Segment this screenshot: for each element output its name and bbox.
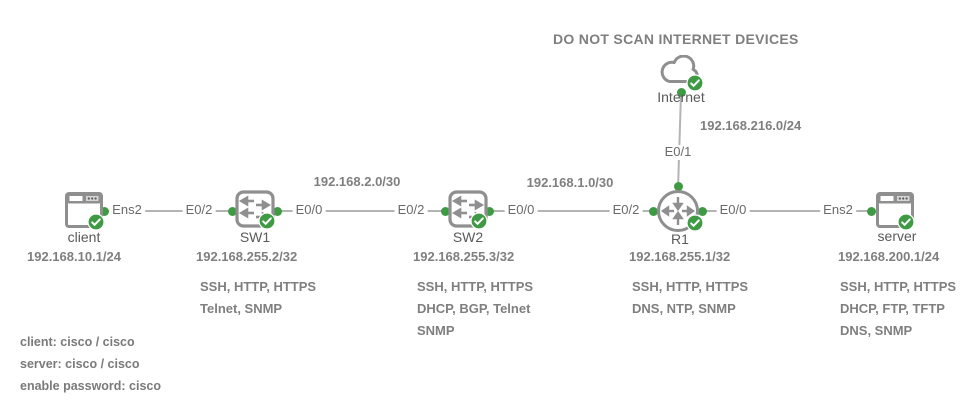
services-label-r1: SSH, HTTP, HTTPS — [632, 279, 749, 294]
check-circle-icon — [897, 213, 915, 231]
link-endpoint-dot — [698, 207, 707, 216]
ip-label-sw1: 192.168.255.2/32 — [196, 249, 298, 264]
server-node[interactable] — [876, 192, 914, 228]
node-label-sw2: SW2 — [452, 229, 484, 245]
link-endpoint-dot — [441, 207, 450, 216]
services-label-server: DNS, SNMP — [840, 323, 913, 338]
check-circle-icon — [87, 213, 105, 231]
credentials-server: server: cisco / cisco — [20, 357, 140, 371]
link-endpoint-dot — [485, 207, 494, 216]
services-label-sw1: Telnet, SNMP — [200, 301, 283, 316]
port-label-sw2-e0-0: E0/0 — [504, 202, 538, 218]
subnet-label-sw2-r1: 192.168.1.0/30 — [524, 175, 616, 191]
link-endpoint-dot — [273, 207, 282, 216]
port-label-sw2-e0-2: E0/2 — [394, 202, 428, 218]
link-endpoint-dot — [674, 182, 683, 191]
port-label-server-ens2: Ens2 — [820, 202, 856, 218]
credentials-client: client: cisco / cisco — [20, 335, 135, 349]
port-label-r1-e0-0: E0/0 — [716, 202, 750, 218]
services-label-r1: DNS, NTP, SNMP — [632, 301, 736, 316]
browser-window-icon — [876, 192, 914, 228]
warning-annotation: DO NOT SCAN INTERNET DEVICES — [553, 31, 799, 47]
port-label-client-ens2: Ens2 — [109, 202, 145, 218]
services-label-sw2: DHCP, BGP, Telnet — [417, 301, 531, 316]
services-label-server: DHCP, FTP, TFTP — [840, 301, 945, 316]
services-label-sw2: SNMP — [417, 323, 455, 338]
port-label-r1-e0-1: E0/1 — [661, 144, 695, 160]
node-label-server: server — [877, 228, 917, 244]
node-label-sw1: SW1 — [239, 229, 271, 245]
services-label-sw2: SSH, HTTP, HTTPS — [417, 279, 534, 294]
node-label-client: client — [67, 229, 101, 245]
ip-label-server: 192.168.200.1/24 — [838, 249, 940, 264]
check-circle-icon — [470, 212, 488, 230]
link-endpoint-dot — [649, 207, 658, 216]
port-label-sw1-e0-2: E0/2 — [182, 202, 216, 218]
check-circle-icon — [686, 74, 704, 92]
node-label-r1: R1 — [671, 231, 689, 247]
port-label-sw1-e0-0: E0/0 — [292, 202, 326, 218]
ip-label-sw2: 192.168.255.3/32 — [413, 249, 515, 264]
subnet-label-internet: 192.168.216.0/24 — [698, 118, 804, 134]
services-label-sw1: SSH, HTTP, HTTPS — [200, 279, 317, 294]
check-circle-icon — [686, 214, 704, 232]
node-label-internet: Internet — [657, 89, 705, 105]
link-endpoint-dot — [867, 207, 876, 216]
subnet-label-sw1-sw2: 192.168.2.0/30 — [311, 174, 403, 190]
ip-label-client: 192.168.10.1/24 — [27, 249, 121, 264]
ip-label-r1: 192.168.255.1/32 — [629, 249, 731, 264]
link-endpoint-dot — [228, 207, 237, 216]
check-circle-icon — [258, 212, 276, 230]
services-label-server: SSH, HTTP, HTTPS — [840, 279, 957, 294]
credentials-enable-password: enable password: cisco — [20, 379, 162, 393]
link-endpoint-dot — [677, 88, 686, 97]
link-endpoint-dot — [100, 207, 109, 216]
port-label-r1-e0-2: E0/2 — [609, 202, 643, 218]
